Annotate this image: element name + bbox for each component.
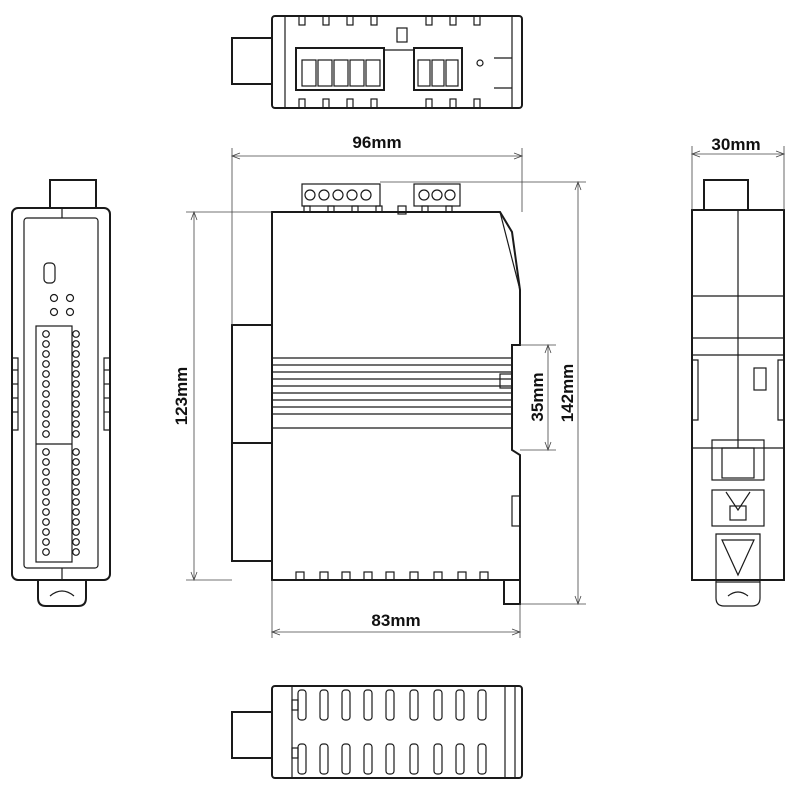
terminal-pin (42, 458, 50, 466)
terminal-pin (72, 410, 80, 418)
terminal-pin (42, 350, 50, 358)
terminal-pin (42, 478, 50, 486)
terminal-pin (72, 350, 80, 358)
terminal-pin (42, 498, 50, 506)
terminal-pin (42, 390, 50, 398)
terminal-pin (42, 518, 50, 526)
dimension-label-height-35: 35mm (528, 372, 547, 421)
terminal-pin (72, 330, 80, 338)
terminal-pin (72, 448, 80, 456)
terminal-pin (72, 380, 80, 388)
terminal-pin (42, 380, 50, 388)
terminal-pin (72, 400, 80, 408)
terminal-pin (72, 430, 80, 438)
terminal-pin (72, 508, 80, 516)
terminal-pin (72, 528, 80, 536)
dimension-label-depth-right: 30mm (711, 135, 760, 154)
terminal-pin (72, 538, 80, 546)
terminal-pin (42, 370, 50, 378)
terminal-pin (72, 478, 80, 486)
terminal-pin (72, 498, 80, 506)
right-view (691, 179, 785, 607)
center-side-view (231, 183, 521, 605)
terminal-pin (42, 330, 50, 338)
terminal-pin (72, 458, 80, 466)
terminal-pin (72, 390, 80, 398)
terminal-pin (72, 488, 80, 496)
dimension-label-height-142: 142mm (558, 364, 577, 423)
terminal-pin (72, 340, 80, 348)
terminal-pin (42, 538, 50, 546)
bottom-view (231, 685, 523, 779)
terminal-pin (42, 528, 50, 536)
terminal-pin (72, 360, 80, 368)
terminal-pin (72, 420, 80, 428)
terminal-pin (42, 448, 50, 456)
terminal-pin (42, 400, 50, 408)
terminal-pin (72, 370, 80, 378)
terminal-pin (42, 468, 50, 476)
terminal-pin (42, 340, 50, 348)
dimension-label-width: 96mm (352, 133, 401, 152)
terminal-pin (42, 508, 50, 516)
left-front-view (11, 179, 111, 607)
terminal-pin (42, 360, 50, 368)
terminal-pin (72, 548, 80, 556)
terminal-pin (42, 430, 50, 438)
terminal-pin (42, 488, 50, 496)
dimension-label-depth-bottom: 83mm (371, 611, 420, 630)
terminal-pin (42, 410, 50, 418)
top-view (231, 15, 523, 109)
terminal-pin (72, 518, 80, 526)
dimension-label-height-123: 123mm (172, 367, 191, 426)
terminal-pin (42, 420, 50, 428)
terminal-pin (42, 548, 50, 556)
dimension-lines (186, 146, 786, 638)
terminal-pin (72, 468, 80, 476)
